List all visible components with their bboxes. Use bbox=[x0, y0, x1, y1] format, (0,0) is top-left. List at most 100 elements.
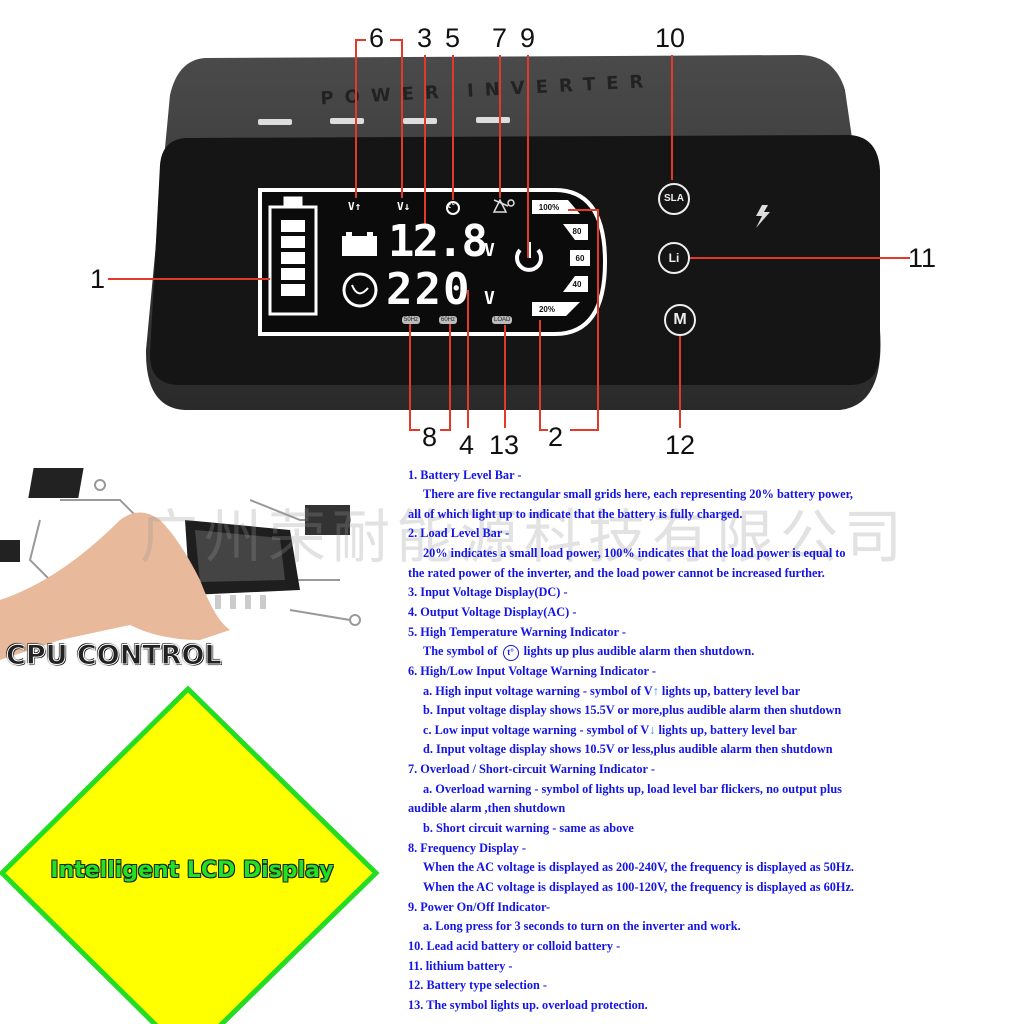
description-line: the rated power of the inverter, and the… bbox=[408, 564, 1018, 584]
callout-2: 2 bbox=[548, 422, 564, 452]
description-line: audible alarm ,then shutdown bbox=[408, 799, 1018, 819]
description-text: 2. Load Level Bar - bbox=[408, 526, 510, 541]
load-level-100: 100% bbox=[538, 203, 560, 212]
description-line: When the AC voltage is displayed as 100-… bbox=[408, 878, 1018, 898]
callout-8: 8 bbox=[422, 422, 438, 452]
description-line: 4. Output Voltage Display(AC) - bbox=[408, 603, 1018, 623]
description-text: The symbol of bbox=[423, 644, 501, 659]
description-line: 11. lithium battery - bbox=[408, 957, 1018, 977]
description-text: audible alarm ,then shutdown bbox=[408, 801, 566, 816]
load-level-segments bbox=[532, 200, 590, 316]
load-level-20: 20% bbox=[538, 305, 555, 314]
description-text: 1. Battery Level Bar - bbox=[408, 467, 522, 482]
description-text: c. Low input voltage warning - symbol of… bbox=[423, 722, 650, 737]
callout-6: 6 bbox=[369, 23, 385, 53]
callout-5: 5 bbox=[445, 23, 461, 53]
description-text: a. Long press for 3 seconds to turn on t… bbox=[423, 919, 741, 934]
description-text: When the AC voltage is displayed as 200-… bbox=[423, 860, 854, 875]
callout-1: 1 bbox=[90, 264, 106, 294]
description-line: The symbol of t° lights up plus audible … bbox=[408, 642, 1018, 662]
description-text: lights up, battery level bar bbox=[658, 683, 801, 698]
description-text: There are five rectangular small grids h… bbox=[423, 487, 853, 502]
feature-description-list: 1. Battery Level Bar - There are five rec… bbox=[408, 466, 1018, 1016]
description-line: all of which light up to indicate that t… bbox=[408, 505, 1018, 525]
callout-13: 13 bbox=[489, 430, 520, 460]
description-text: b. Input voltage display shows 15.5V or … bbox=[423, 703, 842, 718]
load-level-40: 40 bbox=[572, 280, 582, 289]
description-text: 13. The symbol lights up. overload prote… bbox=[408, 997, 648, 1012]
description-text: lights up, battery level bar bbox=[655, 722, 797, 737]
callout-10: 10 bbox=[655, 23, 686, 53]
description-text: 8. Frequency Display - bbox=[408, 840, 526, 855]
temperature-symbol: t° bbox=[447, 202, 456, 210]
lithium-battery-button[interactable]: Li bbox=[658, 242, 690, 274]
description-text: 9. Power On/Off Indicator- bbox=[408, 899, 551, 914]
description-line: 1. Battery Level Bar - bbox=[408, 466, 1018, 486]
input-voltage-display: 12.8 bbox=[388, 216, 488, 267]
description-line: a. High input voltage warning - symbol o… bbox=[408, 682, 1018, 702]
callout-11: 11 bbox=[908, 243, 937, 273]
output-voltage-unit: V bbox=[484, 288, 495, 309]
voltage-arrow-icon: ↑ bbox=[652, 683, 659, 698]
frequency-60hz-tag: 60Hz bbox=[439, 316, 458, 324]
description-text: 3. Input Voltage Display(DC) - bbox=[408, 585, 568, 600]
description-text: 5. High Temperature Warning Indicator - bbox=[408, 624, 626, 639]
description-line: 3. Input Voltage Display(DC) - bbox=[408, 583, 1018, 603]
description-text: all of which light up to indicate that t… bbox=[408, 506, 743, 521]
callout-3: 3 bbox=[417, 23, 433, 53]
callout-12: 12 bbox=[665, 430, 696, 460]
description-line: 20% indicates a small load power, 100% i… bbox=[408, 544, 1018, 564]
description-line: There are five rectangular small grids h… bbox=[408, 485, 1018, 505]
description-line: When the AC voltage is displayed as 200-… bbox=[408, 858, 1018, 878]
mode-button[interactable]: M bbox=[664, 304, 696, 336]
description-line: 5. High Temperature Warning Indicator - bbox=[408, 623, 1018, 643]
voltage-arrow-icon: ↓ bbox=[649, 722, 656, 737]
description-text: the rated power of the inverter, and the… bbox=[408, 565, 825, 580]
load-level-80: 80 bbox=[572, 227, 582, 236]
intelligent-lcd-label: Intelligent LCD Display bbox=[50, 858, 334, 883]
description-line: 2. Load Level Bar - bbox=[408, 524, 1018, 544]
description-line: 6. High/Low Input Voltage Warning Indica… bbox=[408, 662, 1018, 682]
description-text: 7. Overload / Short-circuit Warning Indi… bbox=[408, 762, 655, 777]
sla-battery-button[interactable]: SLA bbox=[658, 183, 690, 215]
description-line: 7. Overload / Short-circuit Warning Indi… bbox=[408, 760, 1018, 780]
description-text: a. Overload warning - symbol of lights u… bbox=[423, 781, 842, 796]
description-line: a. Overload warning - symbol of lights u… bbox=[408, 780, 1018, 800]
description-text: 20% indicates a small load power, 100% i… bbox=[423, 546, 846, 561]
description-text: 11. lithium battery - bbox=[408, 958, 513, 973]
load-tag: LOAD bbox=[492, 316, 513, 324]
lcd-diamond-badge bbox=[0, 685, 380, 1024]
frequency-50hz-tag: 50Hz bbox=[402, 316, 421, 324]
cpu-control-label: CPU CONTROL bbox=[6, 640, 223, 672]
battery-segments bbox=[281, 220, 305, 296]
description-line: 12. Battery type selection - bbox=[408, 976, 1018, 996]
description-line: 10. Lead acid battery or colloid battery… bbox=[408, 937, 1018, 957]
description-text: 4. Output Voltage Display(AC) - bbox=[408, 604, 577, 619]
description-line: 8. Frequency Display - bbox=[408, 839, 1018, 859]
callout-lines bbox=[108, 39, 910, 431]
inverter-device-illustration: POWER INVERTER bbox=[108, 39, 910, 431]
description-text: a. High input voltage warning - symbol o… bbox=[423, 683, 653, 698]
battery-level-bar bbox=[268, 196, 318, 316]
description-text: When the AC voltage is displayed as 100-… bbox=[423, 879, 854, 894]
ac-plug-icon bbox=[342, 272, 378, 308]
description-line: 9. Power On/Off Indicator- bbox=[408, 898, 1018, 918]
description-line: b. Input voltage display shows 15.5V or … bbox=[408, 701, 1018, 721]
cpu-hand-illustration bbox=[0, 468, 361, 660]
description-line: c. Low input voltage warning - symbol of… bbox=[408, 721, 1018, 741]
description-line: d. Input voltage display shows 10.5V or … bbox=[408, 740, 1018, 760]
callout-7: 7 bbox=[492, 23, 508, 53]
load-level-60: 60 bbox=[575, 254, 585, 263]
description-text: 6. High/Low Input Voltage Warning Indica… bbox=[408, 663, 656, 678]
temperature-icon bbox=[446, 201, 460, 215]
battery-icon bbox=[342, 232, 377, 256]
callout-9: 9 bbox=[520, 23, 536, 53]
description-line: a. Long press for 3 seconds to turn on t… bbox=[408, 917, 1018, 937]
high-voltage-warning-icon: V↑ bbox=[348, 200, 362, 213]
description-text: b. Short circuit warning - same as above bbox=[423, 821, 634, 836]
callout-4: 4 bbox=[459, 430, 475, 460]
output-voltage-display: 220 bbox=[386, 264, 472, 315]
brand-logo-icon bbox=[756, 205, 770, 228]
description-text: lights up plus audible alarm then shutdo… bbox=[520, 644, 755, 659]
description-text: 10. Lead acid battery or colloid battery… bbox=[408, 938, 621, 953]
